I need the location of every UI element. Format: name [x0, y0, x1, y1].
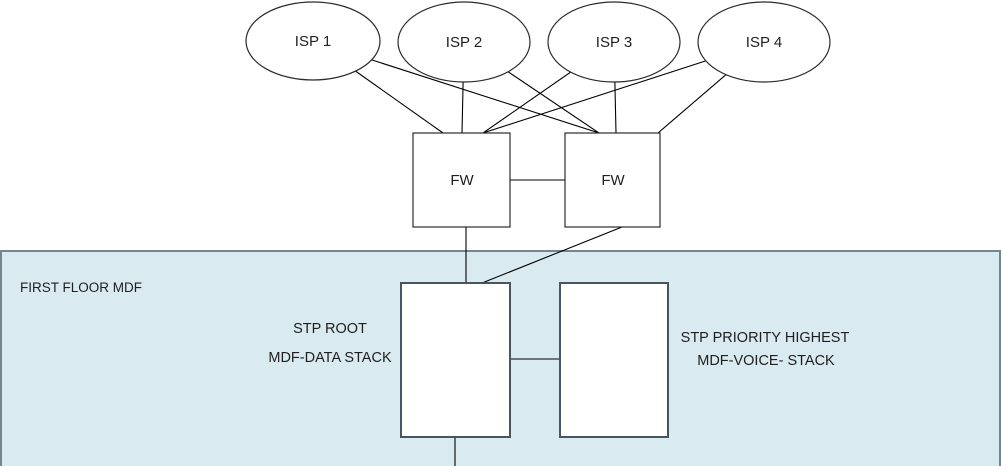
isp2-node [397, 1, 531, 83]
zone-label: FIRST FLOOR MDF [20, 280, 142, 295]
link-fw2-data-stack [481, 226, 623, 284]
data-stack-node [400, 282, 511, 438]
fw1-label: FW [450, 172, 474, 189]
isp4-label: ISP 4 [746, 34, 782, 51]
fw1-node [412, 132, 511, 228]
fw2-label: FW [601, 172, 625, 189]
isp1-node [245, 1, 381, 81]
isp3-label: ISP 3 [596, 34, 632, 51]
isp1-label: ISP 1 [295, 33, 331, 50]
fw-stack-links [454, 226, 623, 466]
fw2-node [564, 132, 661, 228]
data-stack-caption-line2: MDF-DATA STACK [268, 350, 392, 366]
isp2-label: ISP 2 [446, 34, 482, 51]
voice-stack-node [559, 282, 669, 438]
data-stack-caption-line1: STP ROOT [293, 321, 367, 337]
isp4-node [697, 1, 831, 83]
firewall-nodes [412, 132, 661, 228]
voice-stack-caption-line2: MDF-VOICE- STACK [697, 353, 835, 369]
voice-stack-caption-line1: STP PRIORITY HIGHEST [681, 330, 850, 346]
stack-nodes [400, 282, 669, 438]
isp3-node [547, 1, 681, 83]
isp-nodes [245, 1, 831, 83]
